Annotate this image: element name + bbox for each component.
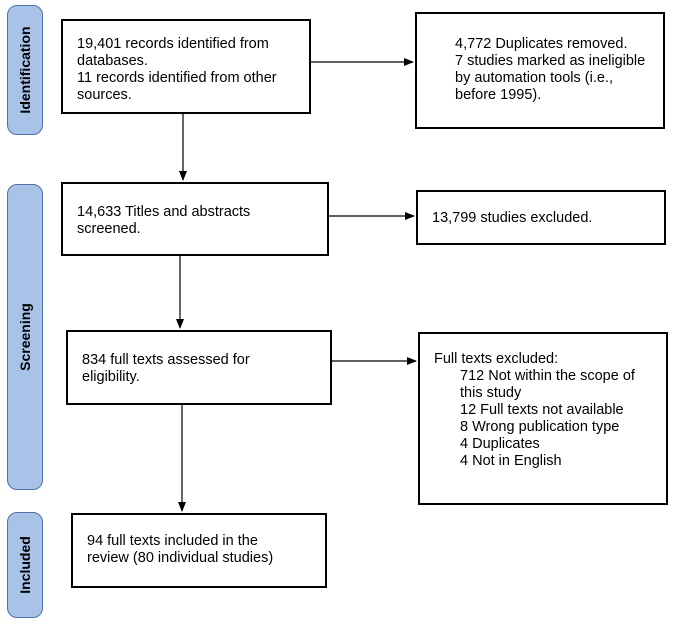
excluded-reason-3: 12 Full texts not available <box>460 402 624 418</box>
records-line-1: 19,401 records identified from <box>77 36 269 52</box>
assessed-line-1: 834 full texts assessed for <box>82 352 250 368</box>
phase-identification: Identification <box>7 5 43 135</box>
titles-screened-box: 14,633 Titles and abstracts screened. <box>61 182 329 256</box>
records-identified-box: 19,401 records identified from databases… <box>61 19 311 114</box>
excluded-heading: Full texts excluded: <box>434 351 559 367</box>
included-line-2: review (80 individual studies) <box>87 550 274 566</box>
duplicates-line-1: 4,772 Duplicates removed. <box>455 36 628 52</box>
duplicates-line-3: by automation tools (i.e., <box>455 70 613 86</box>
full-texts-assessed-box: 834 full texts assessed for eligibility. <box>66 330 332 405</box>
screened-line-1: 14,633 Titles and abstracts <box>77 204 251 220</box>
excluded-studies-line-1: 13,799 studies excluded. <box>432 210 593 226</box>
records-line-2: databases. <box>77 53 148 69</box>
excluded-reason-5: 4 Duplicates <box>460 436 540 452</box>
excluded-reason-1: 712 Not within the scope of <box>460 368 635 384</box>
duplicates-removed-box: 4,772 Duplicates removed. 7 studies mark… <box>415 12 665 129</box>
records-line-4: sources. <box>77 87 132 103</box>
excluded-reason-4: 8 Wrong publication type <box>460 419 620 435</box>
duplicates-line-2: 7 studies marked as ineligible <box>455 53 646 69</box>
screened-line-2: screened. <box>77 221 141 237</box>
included-line-1: 94 full texts included in the <box>87 533 258 549</box>
records-line-3: 11 records identified from other <box>77 70 277 86</box>
full-texts-excluded-box: Full texts excluded: 712 Not within the … <box>418 332 668 505</box>
phase-included: Included <box>7 512 43 618</box>
duplicates-line-4: before 1995). <box>455 87 542 103</box>
excluded-reason-2: this study <box>460 385 522 401</box>
included-texts-box: 94 full texts included in the review (80… <box>71 513 327 588</box>
phase-screening: Screening <box>7 184 43 490</box>
excluded-reason-6: 4 Not in English <box>460 453 562 469</box>
studies-excluded-box: 13,799 studies excluded. <box>416 190 666 245</box>
assessed-line-2: eligibility. <box>82 369 140 385</box>
